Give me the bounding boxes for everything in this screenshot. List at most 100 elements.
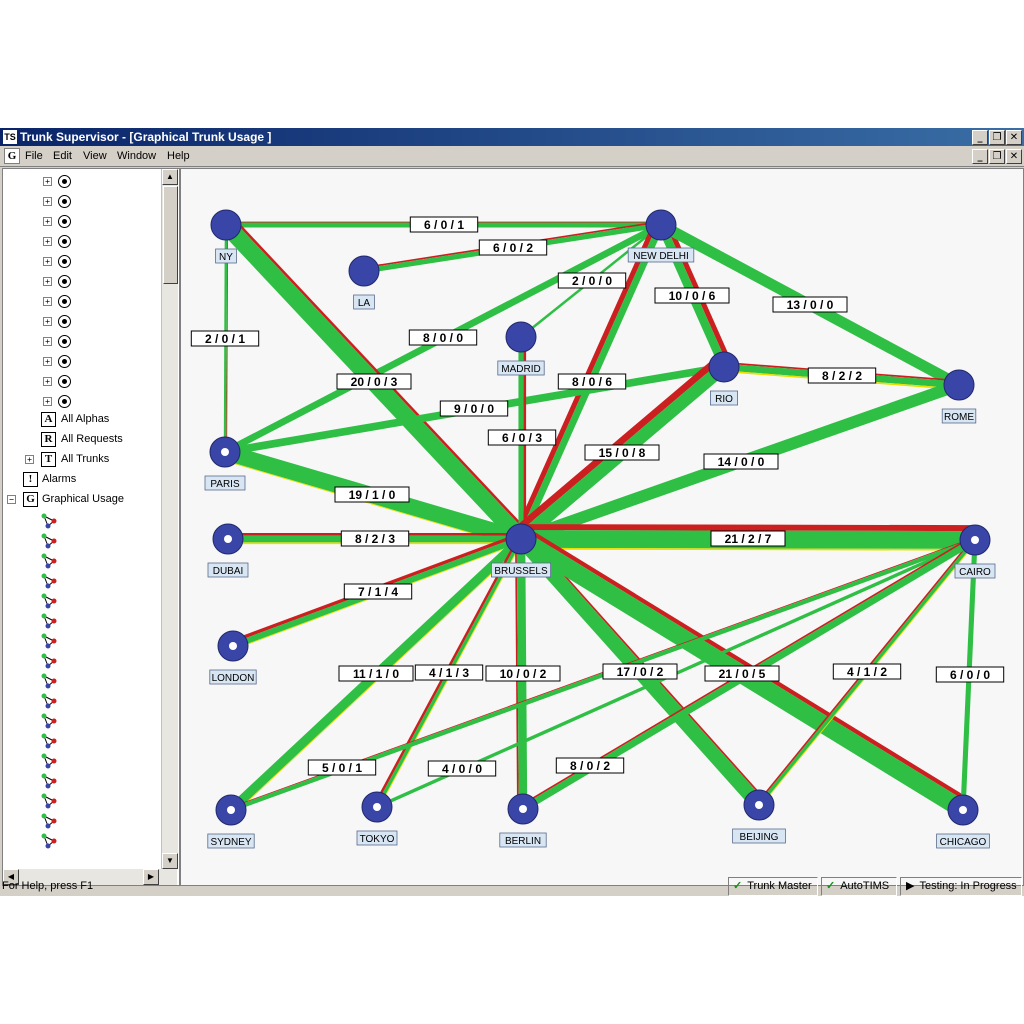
document-icon[interactable]: G <box>4 148 20 164</box>
expand-icon[interactable]: + <box>43 377 52 386</box>
graph-view-icon[interactable] <box>41 753 57 769</box>
tree-item-trunk-group[interactable]: + <box>43 273 83 289</box>
trunk-usage-label[interactable]: 4 / 1 / 2 <box>832 663 902 680</box>
trunk-usage-label[interactable]: 8 / 0 / 6 <box>557 373 627 390</box>
child-close-icon[interactable]: ✕ <box>1006 149 1022 164</box>
trunk-usage-label[interactable]: 10 / 0 / 2 <box>485 665 561 682</box>
tree-item-trunk-group[interactable]: + <box>43 333 83 349</box>
trunk-usage-label[interactable]: 13 / 0 / 0 <box>772 296 848 313</box>
child-restore-icon[interactable]: ❐ <box>989 149 1005 164</box>
trunk-usage-label[interactable]: 5 / 0 / 1 <box>307 759 377 776</box>
expand-icon[interactable]: + <box>43 337 52 346</box>
graph-view-icon[interactable] <box>41 573 57 589</box>
expand-icon[interactable]: + <box>43 357 52 366</box>
scroll-up-icon[interactable]: ▲ <box>162 169 178 185</box>
tree-item-trunk-group[interactable]: + <box>43 313 83 329</box>
tree-item-trunk-group[interactable]: + <box>43 293 83 309</box>
expand-icon[interactable]: + <box>43 297 52 306</box>
trunk-usage-label[interactable]: 2 / 0 / 1 <box>190 330 260 347</box>
city-node[interactable]: PARIS <box>204 436 246 491</box>
graph-view-icon[interactable] <box>41 833 57 849</box>
expand-icon[interactable]: + <box>43 197 52 206</box>
expand-icon[interactable]: + <box>43 177 52 186</box>
graph-view-icon[interactable] <box>41 553 57 569</box>
city-node[interactable]: MADRID <box>497 321 545 376</box>
trunk-usage-label[interactable]: 6 / 0 / 0 <box>935 666 1005 683</box>
menu-edit[interactable]: Edit <box>53 150 72 162</box>
trunk-usage-label[interactable]: 15 / 0 / 8 <box>584 444 660 461</box>
trunk-usage-label[interactable]: 11 / 1 / 0 <box>338 665 414 682</box>
graph-view-icon[interactable] <box>41 773 57 789</box>
city-node[interactable]: DUBAI <box>207 523 249 578</box>
city-node[interactable]: CAIRO <box>954 524 996 579</box>
trunk-usage-label[interactable]: 21 / 0 / 5 <box>704 665 780 682</box>
tree-item-trunk-group[interactable]: + <box>43 393 83 409</box>
trunk-usage-label[interactable]: 10 / 0 / 6 <box>654 287 730 304</box>
tree-item-trunk-group[interactable]: + <box>43 173 83 189</box>
child-minimize-icon[interactable]: _ <box>972 149 988 164</box>
tree-item-trunk-group[interactable]: + <box>43 193 83 209</box>
graph-view-icon[interactable] <box>41 713 57 729</box>
tree-horizontal-scrollbar[interactable]: ◀ ▶ <box>3 869 177 885</box>
trunk-usage-label[interactable]: 17 / 0 / 2 <box>602 663 678 680</box>
tree-item-trunk-group[interactable]: + <box>43 233 83 249</box>
graph-view-icon[interactable] <box>41 593 57 609</box>
city-node[interactable]: NEW DELHI <box>627 209 695 263</box>
trunk-usage-label[interactable]: 21 / 2 / 7 <box>710 530 786 547</box>
city-node[interactable]: SYDNEY <box>207 794 255 849</box>
collapse-icon[interactable]: − <box>7 495 16 504</box>
graph-view-icon[interactable] <box>41 613 57 629</box>
close-icon[interactable]: ✕ <box>1006 130 1022 145</box>
graph-view-icon[interactable] <box>41 793 57 809</box>
city-node[interactable]: TOKYO <box>356 791 398 846</box>
restore-icon[interactable]: ❐ <box>989 130 1005 145</box>
tree-item-trunk-group[interactable]: + <box>43 213 83 229</box>
city-node[interactable]: LONDON <box>209 630 257 685</box>
tree-vertical-scrollbar[interactable]: ▲ ▼ <box>161 169 178 869</box>
trunk-usage-label[interactable]: 9 / 0 / 0 <box>439 400 509 417</box>
city-node[interactable]: CHICAGO <box>936 794 990 849</box>
menu-file[interactable]: File <box>25 150 43 162</box>
scroll-left-icon[interactable]: ◀ <box>3 869 19 885</box>
trunk-usage-label[interactable]: 6 / 0 / 2 <box>478 239 548 256</box>
expand-icon[interactable]: + <box>43 257 52 266</box>
graph-view-icon[interactable] <box>41 813 57 829</box>
expand-icon[interactable]: + <box>43 217 52 226</box>
city-node[interactable]: NY <box>210 209 242 264</box>
graph-view-icon[interactable] <box>41 693 57 709</box>
tree-item-trunk-group[interactable]: + <box>43 253 83 269</box>
menu-view[interactable]: View <box>83 150 107 162</box>
trunk-usage-label[interactable]: 8 / 0 / 2 <box>555 757 625 774</box>
city-node[interactable]: BRUSSELS <box>490 523 551 578</box>
tree-item-trunk-group[interactable]: + <box>43 373 83 389</box>
menu-window[interactable]: Window <box>117 150 157 162</box>
graph-view-icon[interactable] <box>41 653 57 669</box>
scroll-down-icon[interactable]: ▼ <box>162 853 178 869</box>
trunk-usage-label[interactable]: 14 / 0 / 0 <box>703 453 779 470</box>
city-node[interactable]: BERLIN <box>499 793 547 848</box>
trunk-usage-label[interactable]: 2 / 0 / 0 <box>557 272 627 289</box>
minimize-icon[interactable]: _ <box>972 130 988 145</box>
scroll-thumb[interactable] <box>163 186 178 284</box>
graph-view-icon[interactable] <box>41 733 57 749</box>
expand-icon[interactable]: + <box>43 277 52 286</box>
trunk-usage-label[interactable]: 8 / 0 / 0 <box>408 329 478 346</box>
trunk-usage-label[interactable]: 20 / 0 / 3 <box>336 373 412 390</box>
expand-icon[interactable]: + <box>43 397 52 406</box>
expand-icon[interactable]: + <box>43 317 52 326</box>
graph-view-icon[interactable] <box>41 533 57 549</box>
expand-icon[interactable]: + <box>25 455 34 464</box>
expand-icon[interactable]: + <box>43 237 52 246</box>
graph-view-icon[interactable] <box>41 633 57 649</box>
graph-view-icon[interactable] <box>41 513 57 529</box>
trunk-usage-label[interactable]: 6 / 0 / 3 <box>487 429 557 446</box>
trunk-usage-label[interactable]: 6 / 0 / 1 <box>409 216 479 233</box>
menu-help[interactable]: Help <box>167 150 190 162</box>
trunk-usage-label[interactable]: 7 / 1 / 4 <box>343 583 413 600</box>
scroll-right-icon[interactable]: ▶ <box>143 869 159 885</box>
city-node[interactable]: BEIJING <box>732 789 786 844</box>
graph-view-icon[interactable] <box>41 673 57 689</box>
trunk-usage-label[interactable]: 4 / 0 / 0 <box>427 760 497 777</box>
